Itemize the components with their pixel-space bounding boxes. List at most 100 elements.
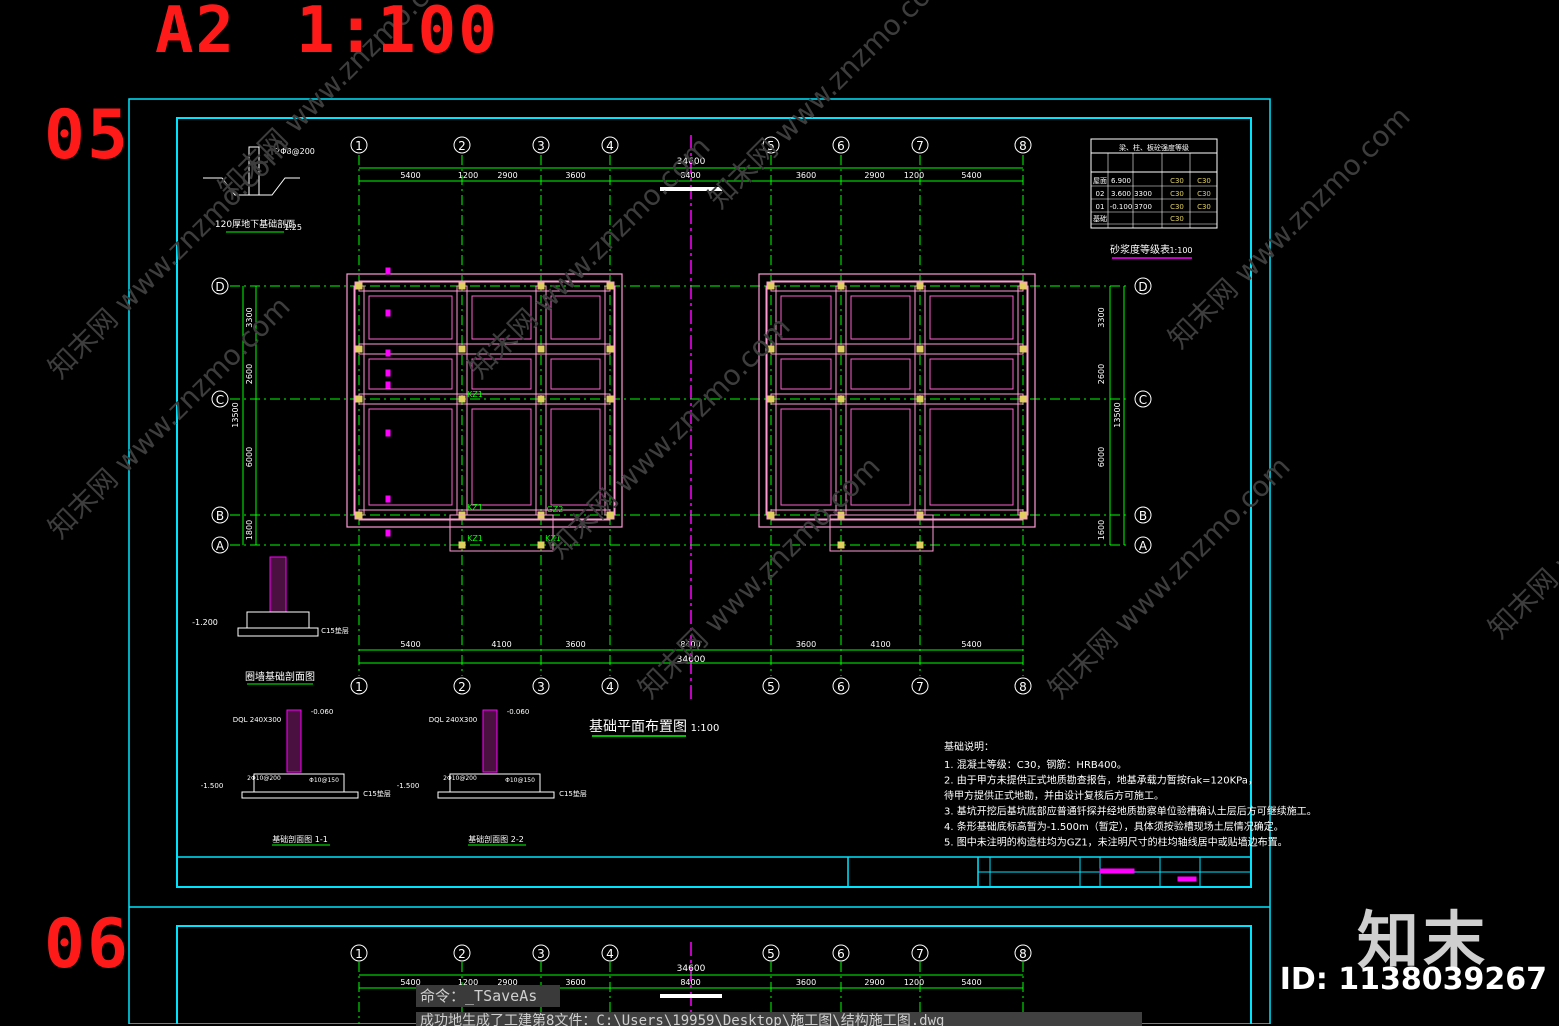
dim-06-3: 3600: [565, 978, 585, 987]
concrete-table-cell: 3300: [1134, 190, 1152, 198]
axis-bubble-top-6: [832, 136, 850, 154]
concrete-table-cell: C30: [1170, 215, 1184, 223]
title-block-mark: [1177, 876, 1197, 882]
command-prompt-label: 命令：: [420, 987, 466, 1005]
footing-cell-left: [550, 295, 601, 340]
footing-cell-left: [550, 408, 601, 506]
axis-bubble-bottom-4: [601, 677, 619, 695]
axis-label-06-7: 7: [916, 947, 924, 961]
axis-label-top-4: 4: [606, 139, 614, 153]
axis-label-top-5: 5: [767, 139, 775, 153]
wall-footing-bed: [237, 627, 319, 637]
brand-id: ID: 1138039267: [1279, 962, 1547, 997]
dim-06-1: 1200: [458, 978, 478, 987]
axis-bubble-bottom-6: [832, 677, 850, 695]
axis-label-top-6: 6: [837, 139, 845, 153]
concrete-table-cell: 3.600: [1111, 190, 1131, 198]
column-right: [837, 282, 845, 290]
section-mark: [385, 495, 391, 503]
dim-06-2: 2900: [497, 978, 517, 987]
axis-bubble-06-2: [453, 944, 471, 962]
column-right: [916, 541, 924, 549]
label-kz1: KZ1: [545, 534, 561, 543]
dim-top-0: 5400: [400, 171, 420, 180]
footing-cell-left: [471, 295, 532, 340]
axis-bubble-bottom-7: [911, 677, 929, 695]
axis-label-bottom-5: 5: [767, 680, 775, 694]
dim-06-0: 5400: [400, 978, 420, 987]
section-rebar-2: 2Φ10@200: [443, 775, 477, 782]
axis-label-top-7: 7: [916, 139, 924, 153]
footing-beam-right: [770, 343, 1024, 355]
concrete-table-cell: C30: [1197, 203, 1211, 211]
axis-label-left-C: C: [216, 393, 224, 407]
section-elev-1: -1.500: [201, 782, 224, 790]
notes-item-1: 2. 由于甲方未提供正式地质勘查报告，地基承载力暂按fak=120KPa，: [944, 774, 1258, 787]
axis-bubble-left-C: [211, 390, 229, 408]
concrete-table-cell: 3700: [1134, 203, 1152, 211]
dim-06-total: 34600: [677, 964, 706, 974]
dim-top-2: 2900: [497, 171, 517, 180]
wall-stem-hatch: [269, 556, 287, 613]
command-prompt[interactable]: 命令：_TSaveAs: [416, 985, 560, 1007]
footing-inner-right: [766, 281, 1028, 520]
section-c15-2: C15垫层: [559, 789, 587, 798]
dim-left-0: 3300: [245, 307, 254, 327]
column-left: [355, 395, 363, 403]
command-value[interactable]: _TSaveAs: [465, 987, 538, 1005]
axis-bubble-bottom-1: [350, 677, 368, 695]
sheet-number-05: 05: [44, 96, 130, 175]
label-kz1: KZ1: [467, 534, 483, 543]
column-right: [1019, 345, 1027, 353]
dim-left-3: 1800: [245, 520, 254, 540]
footing-cell-right: [929, 408, 1014, 506]
axis-label-top-8: 8: [1019, 139, 1027, 153]
axis-label-06-5: 5: [767, 947, 775, 961]
section-rebar-1: 2Φ10@200: [247, 775, 281, 782]
dim-bottom-2: 3600: [565, 640, 585, 649]
notes-item-5: 5. 图中未注明的构造柱均为GZ1，未注明尺寸的柱均轴线居中或贴墙边布置。: [944, 836, 1288, 849]
footing-cell-right: [929, 295, 1014, 340]
wall-footing: [246, 611, 310, 629]
axis-label-top-2: 2: [458, 139, 466, 153]
column-left: [537, 541, 545, 549]
sheet-scale: 1:100: [296, 0, 499, 68]
axis-bubble-top-5: [762, 136, 780, 154]
axis-bubble-top-2: [453, 136, 471, 154]
column-right: [916, 395, 924, 403]
section-dql-2: DQL 240X300: [429, 716, 478, 724]
footing-cell-left: [471, 358, 532, 390]
concrete-table-cell: C30: [1170, 190, 1184, 198]
dim-top-7: 1200: [904, 171, 924, 180]
axis-label-bottom-6: 6: [837, 680, 845, 694]
concrete-table-cell: 屋面: [1093, 177, 1107, 185]
footing-cell-left: [368, 295, 453, 340]
axis-bubble-right-C: [1134, 390, 1152, 408]
dim-right-2: 6000: [1097, 447, 1106, 467]
section-mark: [385, 381, 391, 389]
dim-bottom-total: 34600: [677, 655, 706, 665]
axis-label-06-4: 4: [606, 947, 614, 961]
axis-bubble-bottom-2: [453, 677, 471, 695]
section-elev-top-1: -0.060: [311, 708, 334, 716]
section-stem-2: [482, 709, 498, 773]
axis-bubble-06-4: [601, 944, 619, 962]
section-title-2: 基础剖面图 2-2: [468, 834, 524, 844]
column-left: [606, 511, 614, 519]
dim-06-5: 3600: [796, 978, 816, 987]
sheet-number-06: 06: [44, 905, 130, 984]
plan-scale: 1:100: [691, 723, 720, 734]
wall-section-rebar: 2Φ8@200: [275, 147, 315, 156]
sheet-06-inner-frame: [176, 925, 1252, 1024]
dim-left-2: 6000: [245, 447, 254, 467]
column-left: [458, 395, 466, 403]
axis-label-left-A: A: [216, 539, 225, 553]
axis-label-06-2: 2: [458, 947, 466, 961]
dim-top-4: 8400: [680, 171, 700, 180]
footing-cell-right: [780, 408, 832, 506]
dim-06-8: 5400: [961, 978, 981, 987]
section-bed-2: [437, 791, 555, 799]
axis-label-bottom-2: 2: [458, 680, 466, 694]
